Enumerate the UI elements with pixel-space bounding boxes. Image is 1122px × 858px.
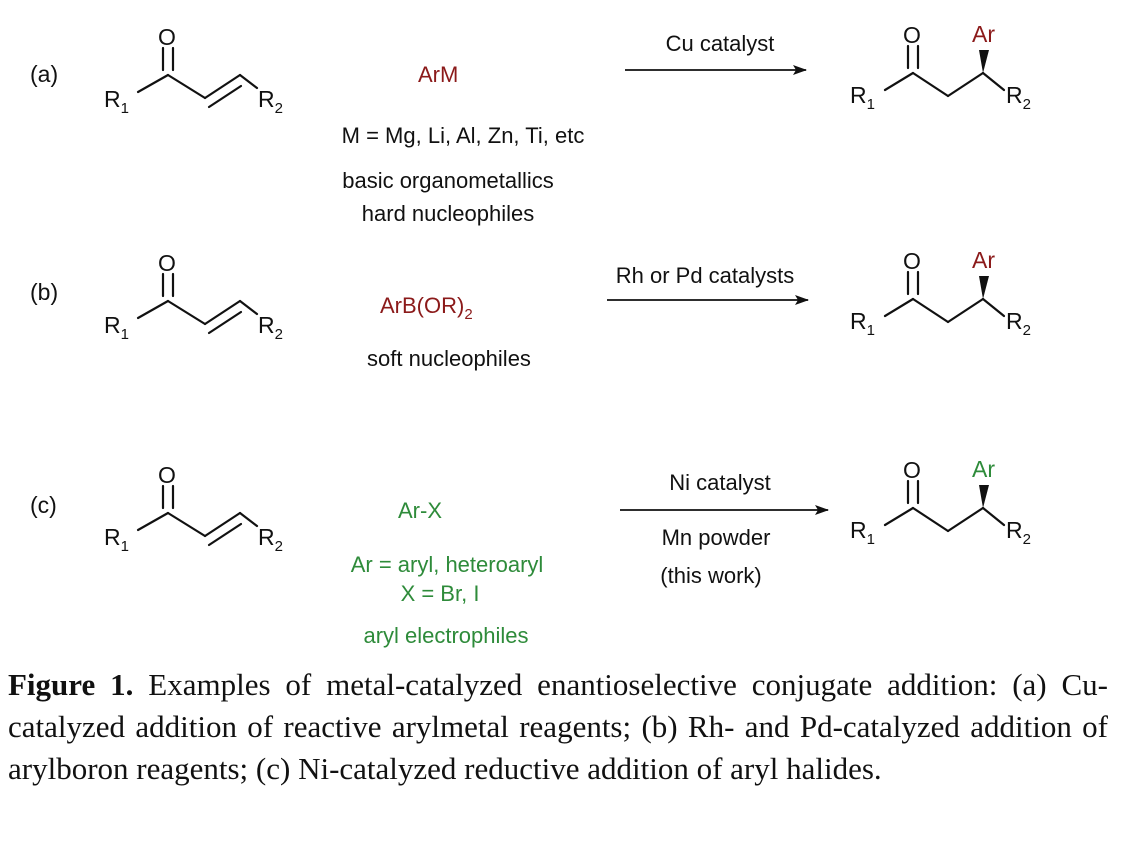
- r2-group: R2: [258, 86, 283, 117]
- oxygen-atom: O: [903, 457, 921, 483]
- r2-group: R2: [258, 524, 283, 555]
- row-label-b: (b): [30, 279, 58, 305]
- reagent-note-a-1: M = Mg, Li, Al, Zn, Ti, etc: [342, 123, 585, 148]
- row-c: (c) O R1 R2 Ar-X Ar = aryl, heteroaryl X…: [30, 456, 1031, 648]
- product-a: O Ar R1 R2: [850, 21, 1031, 113]
- r1-group: R1: [850, 517, 875, 548]
- row-label-c: (c): [30, 492, 57, 518]
- oxygen-atom: O: [158, 24, 176, 50]
- enone-substrate-c: O R1 R2: [104, 462, 283, 555]
- r1-group: R1: [850, 82, 875, 113]
- reagent-note-c-1: Ar = aryl, heteroaryl: [351, 552, 544, 577]
- aryl-group-c: Ar: [972, 456, 995, 482]
- r2-group: R2: [1006, 308, 1031, 339]
- r1-group: R1: [104, 524, 129, 555]
- enone-substrate-a: O R1 R2: [104, 24, 283, 117]
- r1-group: R1: [104, 86, 129, 117]
- enone-substrate-b: O R1 R2: [104, 250, 283, 343]
- row-label-a: (a): [30, 61, 58, 87]
- r1-group: R1: [850, 308, 875, 339]
- row-b: (b) O R1 R2 ArB(OR)2 soft nucleophiles R…: [30, 247, 1031, 371]
- figure-label: Figure 1.: [8, 667, 134, 702]
- product-b: O Ar R1 R2: [850, 247, 1031, 339]
- reagent-arboronate: ArB(OR)2: [380, 293, 473, 323]
- conditions-b: Rh or Pd catalysts: [616, 263, 795, 288]
- aryl-group-a: Ar: [972, 21, 995, 47]
- oxygen-atom: O: [158, 462, 176, 488]
- product-c: O Ar R1 R2: [850, 456, 1031, 548]
- conditions-c-above: Ni catalyst: [669, 470, 770, 495]
- reaction-scheme: (a) O R1 R2 ArM M = Mg, Li, Al, Zn, Ti, …: [30, 21, 1031, 648]
- reagent-arm: ArM: [418, 62, 458, 87]
- reagent-note-a-3: hard nucleophiles: [362, 201, 534, 226]
- r2-group: R2: [258, 312, 283, 343]
- conditions-c-below-1: Mn powder: [662, 525, 771, 550]
- oxygen-atom: O: [903, 22, 921, 48]
- reagent-note-a-2: basic organometallics: [342, 168, 554, 193]
- aryl-group-b: Ar: [972, 247, 995, 273]
- r2-group: R2: [1006, 82, 1031, 113]
- conditions-a: Cu catalyst: [666, 31, 775, 56]
- figure-caption-text: Examples of metal-catalyzed enantioselec…: [8, 667, 1109, 786]
- reagent-note-c-2: X = Br, I: [401, 581, 480, 606]
- conditions-c-below-2: (this work): [660, 563, 761, 588]
- oxygen-atom: O: [903, 248, 921, 274]
- figure-caption: Figure 1. Examples of metal-catalyzed en…: [8, 664, 1108, 790]
- reagent-aryl-halide: Ar-X: [398, 498, 442, 523]
- r1-group: R1: [104, 312, 129, 343]
- reagent-note-b-1: soft nucleophiles: [367, 346, 531, 371]
- reagent-note-c-3: aryl electrophiles: [363, 623, 528, 648]
- r2-group: R2: [1006, 517, 1031, 548]
- row-a: (a) O R1 R2 ArM M = Mg, Li, Al, Zn, Ti, …: [30, 21, 1031, 226]
- oxygen-atom: O: [158, 250, 176, 276]
